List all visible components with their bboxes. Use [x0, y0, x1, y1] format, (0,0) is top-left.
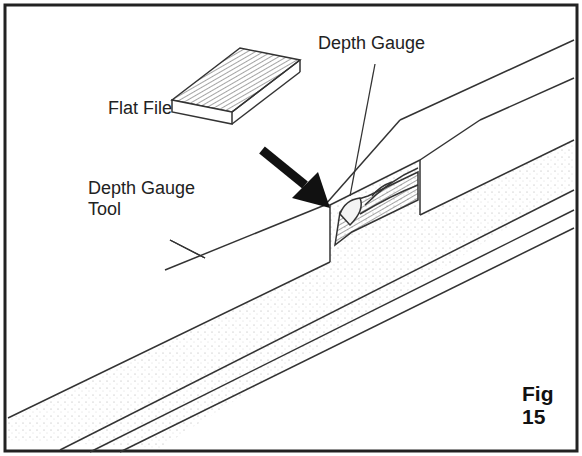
leader-line — [170, 240, 205, 258]
flat-file — [172, 48, 300, 124]
figure-number: Fig 15 — [522, 382, 564, 428]
frame — [5, 5, 577, 451]
leader-line — [350, 64, 375, 196]
part-label: Flat File — [108, 98, 198, 119]
leader-line — [170, 240, 205, 258]
direction-arrow — [262, 150, 330, 208]
part-label: Depth Gauge Tool — [88, 178, 200, 220]
depth-gauge — [335, 168, 418, 245]
part-label: Depth Gauge — [318, 33, 438, 54]
depth-gauge-tool — [8, 40, 574, 452]
